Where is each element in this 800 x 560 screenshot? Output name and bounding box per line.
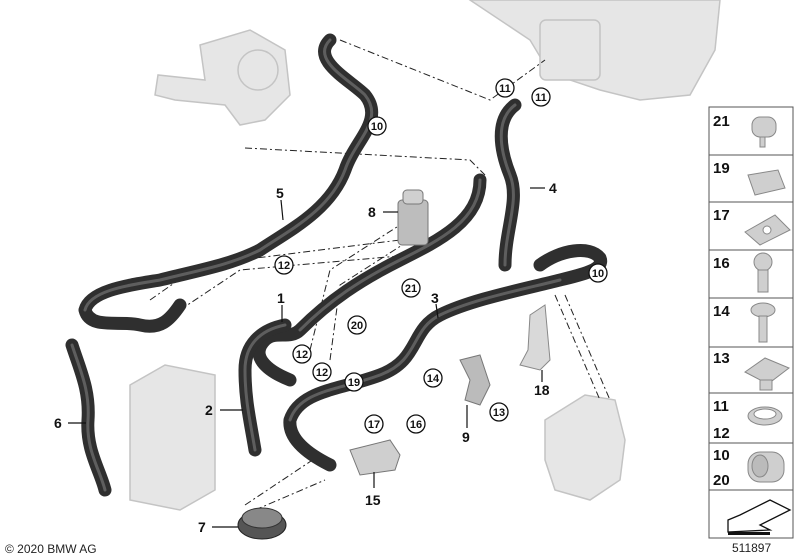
svg-text:11: 11	[713, 398, 729, 415]
circled-labels: 11 11 10 10 12 21 20 12 12 19 14 13 17 1…	[274, 78, 608, 434]
label-18: 18	[534, 382, 550, 398]
hose-3	[283, 244, 607, 472]
svg-text:14: 14	[427, 373, 440, 385]
hose-5	[78, 33, 379, 333]
svg-text:12: 12	[296, 349, 308, 361]
svg-text:12: 12	[316, 367, 328, 379]
callout-11: 11	[531, 87, 551, 107]
callout-10: 10	[367, 116, 387, 136]
hose-clamp-icon	[747, 406, 783, 426]
label-9: 9	[462, 429, 470, 445]
label-2: 2	[205, 402, 213, 418]
callout-12: 12	[292, 344, 312, 364]
callout-11: 11	[495, 78, 515, 98]
bracket-15	[349, 439, 401, 476]
square-nut-icon	[744, 357, 790, 391]
thermostat-ghost	[154, 29, 291, 126]
hose-clamp-bracket-icon	[751, 116, 777, 148]
svg-text:11: 11	[535, 92, 547, 104]
svg-text:19: 19	[713, 160, 730, 177]
label-4: 4	[549, 180, 557, 196]
bracket-18	[519, 304, 551, 371]
svg-text:14: 14	[713, 303, 730, 320]
diagram-number: 511897	[732, 541, 771, 555]
svg-text:13: 13	[713, 350, 730, 367]
engine-block-ghost	[468, 0, 721, 101]
svg-text:11: 11	[499, 83, 511, 95]
screw-icon	[753, 252, 773, 293]
callout-20: 20	[347, 315, 367, 335]
svg-text:12: 12	[278, 260, 290, 272]
bracket-9	[459, 354, 491, 406]
label-5: 5	[276, 185, 284, 201]
svg-text:10: 10	[713, 447, 730, 464]
svg-text:12: 12	[713, 425, 730, 442]
connection-lines	[149, 39, 611, 511]
svg-text:16: 16	[713, 255, 730, 272]
copyright: © 2020 BMW AG	[5, 542, 97, 556]
svg-text:20: 20	[713, 472, 730, 489]
label-6: 6	[54, 415, 62, 431]
valve-8	[397, 189, 429, 246]
callout-13: 13	[489, 402, 509, 422]
callout-14: 14	[423, 368, 443, 388]
svg-text:13: 13	[493, 407, 505, 419]
svg-text:20: 20	[351, 320, 363, 332]
collar-screw-icon	[750, 302, 776, 343]
hose-4	[494, 98, 522, 272]
callout-12: 12	[312, 362, 332, 382]
parts-legend: 21 19 17 16 14 13 11 12 10 20	[708, 106, 794, 539]
label-3: 3	[431, 290, 439, 306]
hose-1	[252, 173, 487, 387]
label-1: 1	[277, 290, 285, 306]
spring-clip-icon	[744, 214, 791, 246]
svg-text:10: 10	[371, 121, 383, 133]
svg-text:17: 17	[713, 207, 730, 224]
callout-10: 10	[588, 263, 608, 283]
double-clip-icon	[747, 169, 786, 196]
label-15: 15	[365, 492, 381, 508]
orientation-arrow-icon	[727, 499, 792, 535]
callout-16: 16	[406, 414, 426, 434]
svg-text:21: 21	[713, 113, 730, 130]
svg-text:17: 17	[368, 419, 380, 431]
part-labels: 4 5 8 1 3 2 6 7 18 9 15	[54, 180, 557, 535]
hose-holder-icon	[747, 451, 785, 483]
callout-21: 21	[401, 278, 421, 298]
radiator-ghost	[129, 364, 216, 511]
svg-text:19: 19	[348, 377, 360, 389]
callout-19: 19	[344, 372, 364, 392]
hose-2	[238, 318, 292, 457]
expansion-tank-ghost	[544, 394, 626, 501]
pump-7	[237, 507, 287, 540]
svg-text:21: 21	[405, 283, 417, 295]
hose-6	[65, 338, 112, 497]
label-8: 8	[368, 204, 376, 220]
label-7: 7	[198, 519, 206, 535]
callout-17: 17	[364, 414, 384, 434]
svg-text:10: 10	[592, 268, 604, 280]
svg-text:16: 16	[410, 419, 422, 431]
callout-12: 12	[274, 255, 294, 275]
